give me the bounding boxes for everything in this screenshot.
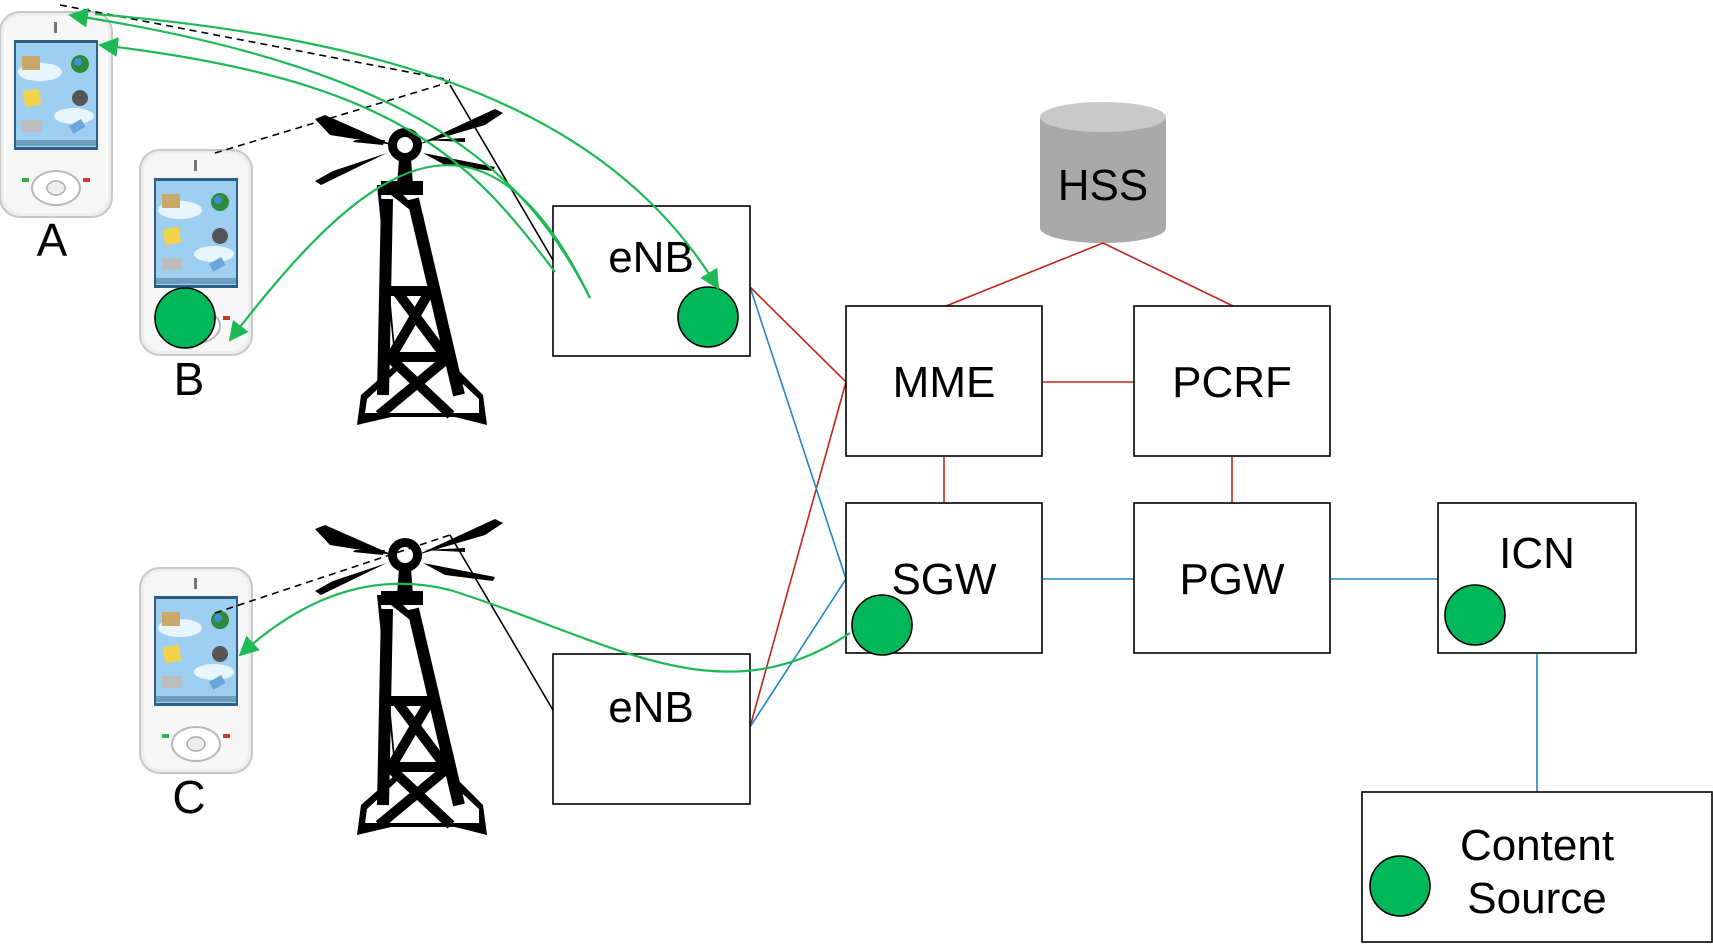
icn-label: ICN bbox=[1499, 529, 1575, 578]
content-source-icn bbox=[1444, 584, 1506, 646]
pcrf-box[interactable] bbox=[1133, 305, 1331, 457]
enb-bottom-box[interactable] bbox=[552, 653, 751, 805]
coverage-line-c bbox=[214, 534, 451, 614]
pgw-box[interactable] bbox=[1133, 502, 1331, 654]
flow-arrows bbox=[68, 7, 851, 673]
hss-label: HSS bbox=[1058, 161, 1148, 210]
legend-line-1: Content bbox=[1460, 821, 1614, 870]
legend-line-2: Source bbox=[1467, 874, 1606, 923]
mme-box[interactable] bbox=[845, 305, 1043, 457]
phone-a-icon bbox=[0, 11, 113, 218]
phone-c-icon bbox=[139, 567, 253, 774]
cell-tower-bottom-icon bbox=[315, 519, 503, 835]
enb-bottom-label: eNB bbox=[608, 683, 694, 732]
control-links bbox=[749, 242, 1234, 728]
pcrf-label: PCRF bbox=[1172, 358, 1292, 407]
mme-label: MME bbox=[893, 358, 996, 407]
data-links bbox=[749, 286, 1538, 792]
hss-database bbox=[1040, 102, 1166, 243]
coverage-line-b bbox=[214, 81, 451, 154]
content-source-phone-b bbox=[154, 287, 216, 349]
sgw-label: SGW bbox=[891, 555, 997, 604]
enb-top-label: eNB bbox=[608, 233, 694, 282]
tower-feed-bottom bbox=[449, 534, 561, 723]
phone-b-label: B bbox=[174, 353, 205, 405]
tower-feed-top bbox=[449, 84, 561, 273]
content-source-enb-top bbox=[677, 286, 739, 348]
content-source-sgw bbox=[851, 594, 913, 656]
legend-content-source-dot bbox=[1369, 855, 1431, 917]
phone-c-label: C bbox=[172, 771, 205, 823]
pgw-label: PGW bbox=[1179, 555, 1285, 604]
phone-a-label: A bbox=[37, 214, 68, 266]
